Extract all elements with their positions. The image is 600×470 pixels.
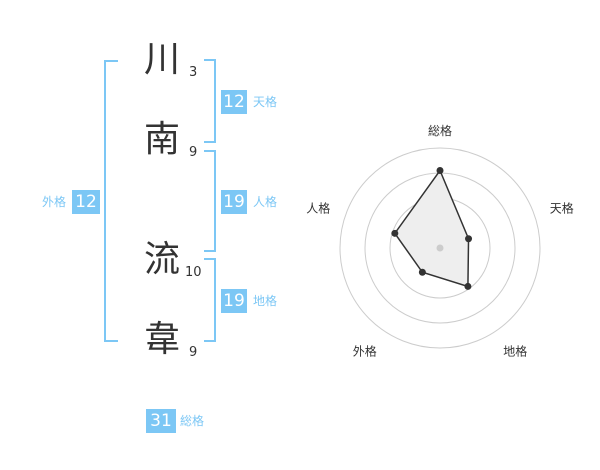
tenkaku-label: 天格 <box>253 95 278 109</box>
jinkaku-bracket <box>204 150 216 252</box>
radar-axis-label-2: 天格 <box>550 200 574 215</box>
radar-axis-label-3: 地格 <box>503 344 527 359</box>
radar-point-5 <box>391 229 399 237</box>
radar-point-3 <box>464 282 472 290</box>
stroke-count-2: 9 <box>189 145 198 160</box>
gaikaku-bracket <box>104 60 118 342</box>
radar-point-1 <box>436 167 444 174</box>
radar-center-dot <box>436 244 444 252</box>
jinkaku-value: 19 <box>221 190 247 214</box>
stroke-count-1: 3 <box>189 65 198 80</box>
radar-axis-label-1: 総格 <box>428 123 452 138</box>
radar-point-2 <box>465 235 473 243</box>
soukaku-value: 31 <box>146 409 176 433</box>
tenkaku-value: 12 <box>221 90 247 114</box>
chikaku-label: 地格 <box>253 294 278 308</box>
radar-series-polygon <box>393 168 470 288</box>
name-char-1: 川 <box>143 39 180 80</box>
radar-ring-3 <box>364 172 516 324</box>
soukaku-label: 総格 <box>180 414 205 428</box>
gaikaku-label: 外格 <box>42 195 67 209</box>
stroke-count-4: 9 <box>189 345 198 360</box>
tenkaku-bracket <box>204 59 216 143</box>
name-char-4: 韋 <box>143 319 180 360</box>
chikaku-value: 19 <box>221 289 247 313</box>
chikaku-bracket <box>204 258 216 342</box>
radar-axis-label-5: 人格 <box>306 200 330 215</box>
radar-ring-2 <box>389 197 491 299</box>
jinkaku-label: 人格 <box>253 195 278 209</box>
radar-axis-label-4: 外格 <box>353 344 377 359</box>
stroke-count-3: 10 <box>185 265 202 280</box>
radar-point-4 <box>418 268 426 276</box>
name-char-2: 南 <box>143 119 180 160</box>
radar-ring-4 <box>339 147 541 349</box>
radar-ring-1 <box>414 222 466 274</box>
name-char-3: 流 <box>143 239 180 280</box>
gaikaku-value: 12 <box>72 190 100 214</box>
